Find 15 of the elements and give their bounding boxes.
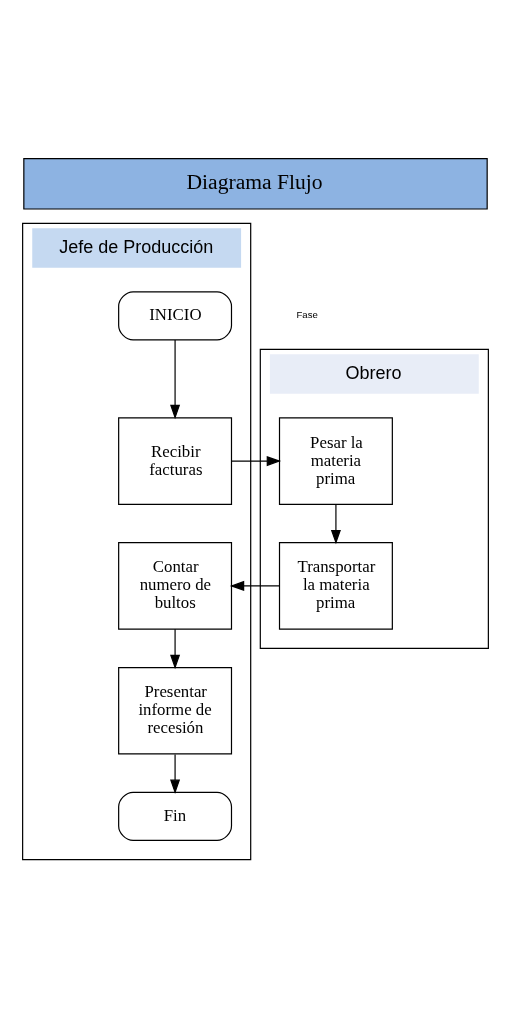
arrow [229, 580, 280, 591]
node-box: Presentar informe de recesión [118, 666, 233, 755]
node-box: Contar numero de bultos [118, 542, 233, 630]
node-box: Pesar la materia prima [278, 417, 393, 505]
node-box: INICIO [118, 291, 233, 341]
node-box: Recibir facturas [118, 417, 233, 505]
arrow [330, 503, 341, 545]
arrow [170, 753, 181, 794]
diagram-title: Diagrama Flujo [186, 170, 323, 195]
arrow [170, 339, 181, 420]
arrow [231, 456, 282, 467]
label: Fase [296, 309, 318, 321]
arrow [170, 628, 181, 670]
node-box: Transportar la materia prima [278, 542, 393, 630]
node-box: Fin [118, 791, 233, 841]
